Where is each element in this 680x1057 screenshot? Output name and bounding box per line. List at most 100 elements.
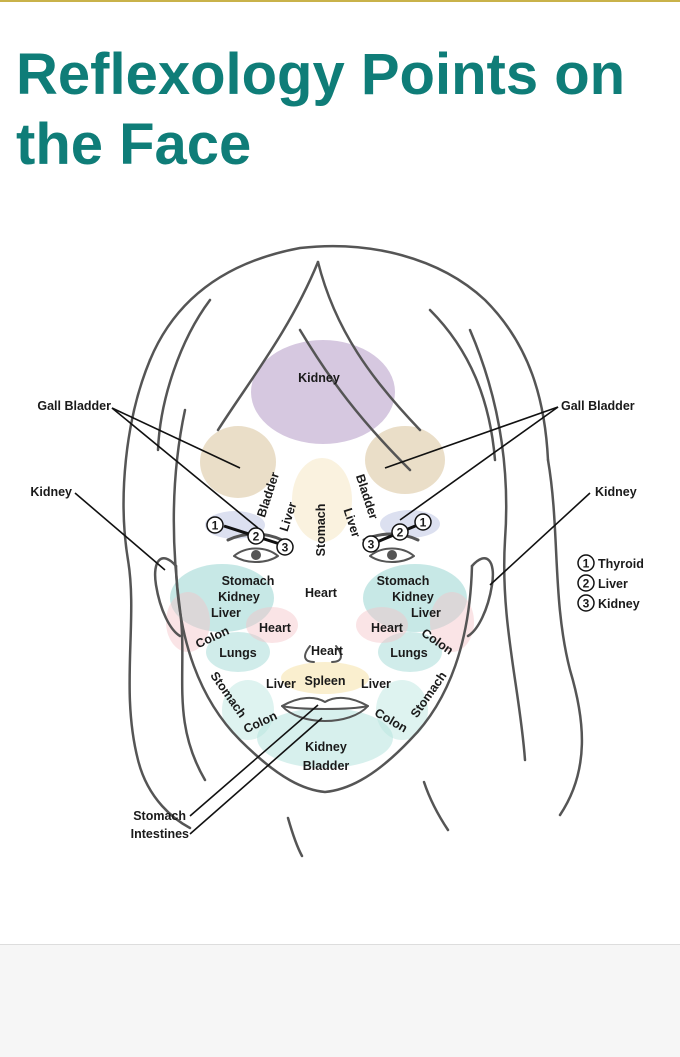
marker-3-right bbox=[362, 535, 380, 553]
hair-outline-left bbox=[122, 358, 192, 830]
leader-gall-bladder-left-a bbox=[111, 407, 241, 469]
top-accent-rule bbox=[0, 0, 680, 2]
neck-right bbox=[422, 780, 450, 832]
hair-parting-left bbox=[216, 260, 320, 432]
legend-item: 3 Kidney bbox=[577, 594, 640, 612]
marker-2-right-number: 2 bbox=[397, 526, 404, 540]
gall-bladder-zone-left bbox=[200, 426, 276, 498]
label-heart-nose: Heart bbox=[311, 644, 344, 658]
label-lungs-right: Lungs bbox=[390, 646, 428, 660]
chin-zone bbox=[257, 708, 393, 768]
leader-gall-bladder-right-a bbox=[384, 406, 559, 469]
marker-3-right-number: 3 bbox=[368, 538, 375, 552]
face-marker-numbers: 1 2 3 3 2 1 bbox=[212, 516, 427, 555]
legend-item: 2 Liver bbox=[577, 574, 628, 592]
leader-kidney-left bbox=[74, 492, 166, 571]
outer-cheek-pink-left bbox=[166, 592, 210, 652]
marker-1-right-number: 1 bbox=[420, 516, 427, 530]
label-stomach-bottom: Stomach bbox=[133, 809, 186, 823]
marker-3-left bbox=[276, 538, 294, 556]
marker-2-left bbox=[247, 527, 265, 545]
label-kidney-left: Kidney bbox=[30, 485, 72, 499]
legend-marker-2 bbox=[577, 574, 595, 592]
marker-1-left bbox=[206, 516, 224, 534]
spleen-zone bbox=[281, 662, 369, 694]
label-kidney-chin: Kidney bbox=[305, 740, 347, 754]
neck-left bbox=[286, 816, 304, 858]
eye-irises bbox=[251, 550, 397, 560]
face-outline bbox=[174, 564, 474, 794]
lips-lower bbox=[281, 705, 369, 722]
cheek-zone-right bbox=[363, 564, 467, 632]
label-liver-cheek-left: Liver bbox=[211, 606, 241, 620]
hair-strand-forehead bbox=[298, 328, 412, 472]
jaw-zone-right bbox=[376, 680, 428, 740]
hair-strand-right bbox=[468, 328, 527, 762]
label-gall-bladder-left: Gall Bladder bbox=[37, 399, 111, 413]
legend: 1 Thyroid 2 Liver 3 Kidney bbox=[577, 554, 644, 612]
label-stomach-center: Stomach bbox=[314, 504, 328, 557]
label-kidney-cheek-left: Kidney bbox=[218, 590, 260, 604]
eye-right bbox=[369, 547, 415, 563]
legend-label-liver: Liver bbox=[598, 577, 628, 591]
hair-parting-right bbox=[316, 260, 422, 432]
ear-right bbox=[466, 557, 495, 638]
legend-marker-1 bbox=[577, 554, 595, 572]
label-liver-cheek-right: Liver bbox=[411, 606, 441, 620]
label-kidney-forehead: Kidney bbox=[298, 371, 340, 385]
marker-1-left-number: 1 bbox=[212, 519, 219, 533]
jaw-zone-left bbox=[222, 680, 274, 740]
face-reflexology-diagram: 1 2 3 3 2 1 Kidney Gall Bladder Gall Bla… bbox=[30, 244, 644, 858]
face-line-art bbox=[122, 244, 584, 858]
ear-left bbox=[153, 557, 182, 638]
eye-left bbox=[233, 547, 279, 563]
label-stomach-left: Stomach bbox=[222, 574, 275, 588]
legend-number-3: 3 bbox=[583, 597, 590, 611]
heart-zone-left bbox=[246, 607, 298, 643]
leader-kidney-right bbox=[489, 492, 591, 586]
marker-3-left-number: 3 bbox=[282, 541, 289, 555]
hair-strand-right-2 bbox=[428, 308, 497, 462]
lungs-zone-left bbox=[206, 632, 270, 672]
label-heart-right: Heart bbox=[371, 621, 404, 635]
leader-intestines-bottom bbox=[189, 717, 323, 835]
lungs-zone-right bbox=[378, 632, 442, 672]
iris-right bbox=[387, 550, 397, 560]
bottom-panel bbox=[0, 944, 680, 1057]
forehead-kidney-zone bbox=[251, 340, 395, 444]
leader-gall-bladder-right-b bbox=[399, 406, 559, 521]
face-markers bbox=[206, 513, 432, 556]
brow-zone-center bbox=[292, 458, 352, 542]
cheek-zone-left bbox=[170, 564, 274, 632]
marker-2-right bbox=[391, 523, 409, 541]
hair-outline-right bbox=[546, 458, 584, 817]
label-lungs-left: Lungs bbox=[219, 646, 257, 660]
nose bbox=[304, 645, 342, 663]
iris-left bbox=[251, 550, 261, 560]
leader-stomach-bottom bbox=[189, 704, 319, 817]
legend-label-thyroid: Thyroid bbox=[598, 557, 644, 571]
legend-label-kidney: Kidney bbox=[598, 597, 640, 611]
label-kidney-cheek-right: Kidney bbox=[392, 590, 434, 604]
leader-gall-bladder-left-b bbox=[111, 407, 259, 529]
label-intestines-bottom: Intestines bbox=[131, 827, 189, 841]
reflex-zones bbox=[166, 340, 474, 768]
label-liver-mouth-left: Liver bbox=[266, 677, 296, 691]
marker-1-right bbox=[414, 513, 432, 531]
label-spleen: Spleen bbox=[305, 674, 346, 688]
label-heart-top: Heart bbox=[305, 586, 338, 600]
label-gall-bladder-right: Gall Bladder bbox=[561, 399, 635, 413]
legend-marker-3 bbox=[577, 594, 595, 612]
label-heart-left: Heart bbox=[259, 621, 292, 635]
legend-number-1: 1 bbox=[583, 557, 590, 571]
hair-strand-left-2 bbox=[156, 298, 212, 452]
hair-outline-top bbox=[148, 244, 550, 462]
marker-2-left-number: 2 bbox=[253, 530, 260, 544]
label-stomach-right: Stomach bbox=[377, 574, 430, 588]
legend-number-2: 2 bbox=[583, 577, 590, 591]
lips-upper bbox=[281, 696, 369, 710]
legend-item: 1 Thyroid bbox=[577, 554, 644, 572]
label-bladder-chin: Bladder bbox=[303, 759, 350, 773]
page-title: Reflexology Points on the Face bbox=[16, 42, 626, 177]
label-kidney-right: Kidney bbox=[595, 485, 637, 499]
